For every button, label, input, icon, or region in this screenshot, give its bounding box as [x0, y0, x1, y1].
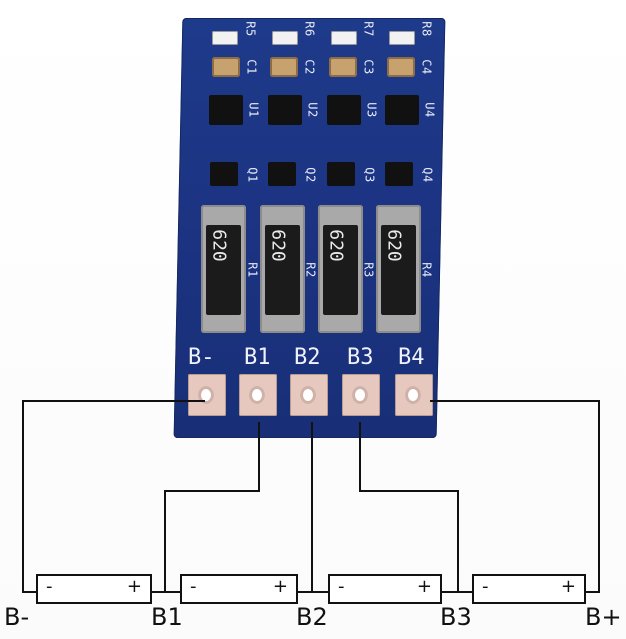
wire-b1-horizontal [164, 490, 260, 492]
wire-b3-to-cells [440, 591, 472, 593]
wire-b2-to-cells [296, 591, 328, 593]
terminal-b3: B3 [440, 603, 472, 631]
transistor-q2 [268, 162, 296, 186]
terminal-b-plus: B+ [585, 603, 622, 631]
battery-cell-1: - + [36, 574, 152, 604]
wire-b-minus-vertical [22, 400, 24, 593]
resistor-r4: 620 [376, 205, 421, 333]
pad-b3 [342, 374, 380, 416]
label-u4: U4 [422, 102, 437, 118]
ic-u4 [385, 95, 419, 125]
cell-minus-sign: - [190, 576, 197, 597]
pad-label-b1: B1 [244, 345, 271, 370]
pad-b2 [290, 374, 328, 416]
wire-b2-vertical [311, 422, 313, 593]
label-q2: Q2 [303, 167, 318, 183]
capacitor-c4 [387, 57, 415, 77]
resistor-value: 620 [208, 229, 230, 262]
transistor-q1 [210, 162, 238, 186]
ic-u2 [268, 95, 302, 125]
label-c2: C2 [302, 59, 317, 75]
cell-minus-sign: - [46, 576, 53, 597]
label-r5: R5 [243, 21, 258, 37]
wire-b4-horizontal [430, 400, 600, 402]
pad-hole [300, 386, 316, 404]
label-q1: Q1 [245, 167, 260, 183]
pad-b4 [395, 374, 433, 416]
resistor-r2: 620 [260, 205, 305, 333]
pad-label-b3: B3 [347, 345, 374, 370]
wire-b3-horizontal [359, 490, 459, 492]
terminal-b-minus: B- [4, 603, 30, 631]
pad-hole [249, 386, 265, 404]
pad-b1 [239, 374, 277, 416]
terminal-b1: B1 [151, 603, 183, 631]
wire-b1-vertical-bottom [164, 490, 166, 593]
wire-b1-to-cells [150, 591, 180, 593]
wire-b1-vertical-top [258, 422, 260, 492]
cell-minus-sign: - [338, 576, 345, 597]
resistor-r3: 620 [318, 205, 363, 333]
wire-b-minus-to-cell [22, 591, 36, 593]
label-c4: C4 [419, 59, 434, 75]
transistor-q4 [385, 162, 413, 186]
wire-b4-to-cell [584, 591, 600, 593]
label-r2: R2 [303, 262, 318, 278]
label-c1: C1 [244, 59, 259, 75]
label-r4: R4 [419, 262, 434, 278]
smd-resistor-r7 [331, 31, 357, 45]
pad-b-minus [188, 374, 226, 416]
label-r8: R8 [419, 21, 434, 37]
resistor-body [381, 225, 416, 315]
wire-b4-vertical [598, 400, 600, 593]
transistor-q3 [327, 162, 355, 186]
wire-b3-vertical-bottom [457, 490, 459, 593]
resistor-value: 620 [383, 229, 405, 262]
label-r3: R3 [361, 262, 376, 278]
pad-hole [405, 386, 421, 404]
capacitor-c1 [212, 57, 240, 77]
smd-resistor-r6 [272, 31, 298, 45]
terminal-b2: B2 [296, 603, 328, 631]
battery-cell-4: - + [472, 574, 586, 604]
capacitor-c2 [270, 57, 298, 77]
resistor-value: 620 [325, 229, 347, 262]
wire-b-minus-horizontal [22, 400, 205, 402]
ic-u3 [327, 95, 361, 125]
cell-plus-sign: + [560, 576, 576, 597]
label-q4: Q4 [420, 167, 435, 183]
resistor-value: 620 [267, 229, 289, 262]
label-r7: R7 [361, 21, 376, 37]
pad-hole [352, 386, 368, 404]
ic-u1 [209, 95, 243, 125]
label-u3: U3 [364, 102, 379, 118]
pad-label-b-minus: B- [188, 345, 215, 370]
resistor-body [323, 225, 358, 315]
smd-resistor-r5 [212, 31, 238, 45]
wire-b3-vertical-top [359, 422, 361, 492]
label-u2: U2 [305, 102, 320, 118]
label-c3: C3 [361, 59, 376, 75]
pad-label-b4: B4 [398, 345, 425, 370]
resistor-body [265, 225, 300, 315]
cell-plus-sign: + [126, 576, 142, 597]
label-r6: R6 [302, 21, 317, 37]
capacitor-c3 [329, 57, 357, 77]
pad-hole [198, 386, 214, 404]
label-r1: R1 [245, 262, 260, 278]
pad-label-b2: B2 [294, 345, 321, 370]
cell-minus-sign: - [482, 576, 489, 597]
cell-plus-sign: + [272, 576, 288, 597]
battery-cell-2: - + [180, 574, 298, 604]
label-u1: U1 [246, 102, 261, 118]
label-q3: Q3 [362, 167, 377, 183]
smd-resistor-r8 [389, 31, 415, 45]
cell-plus-sign: + [416, 576, 432, 597]
battery-cell-3: - + [328, 574, 442, 604]
resistor-r1: 620 [201, 205, 246, 333]
resistor-body [206, 225, 241, 315]
